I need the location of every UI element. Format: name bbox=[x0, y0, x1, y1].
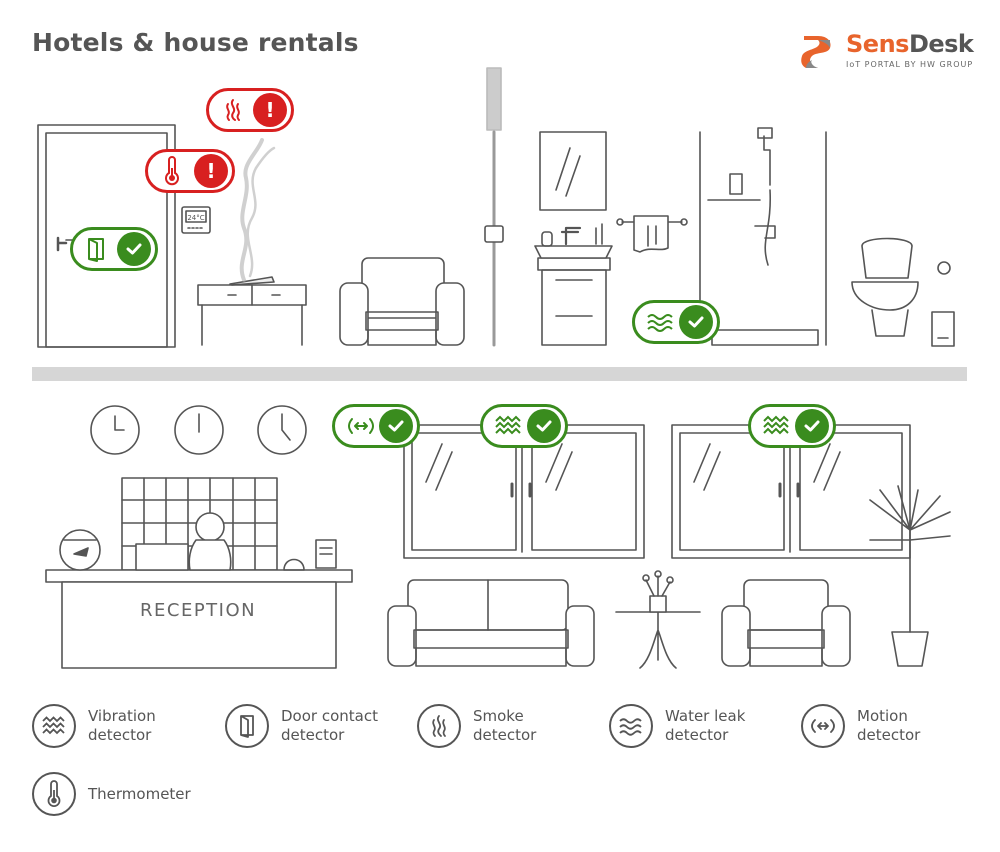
thermometer-icon bbox=[32, 772, 76, 816]
legend-label: Door contact bbox=[281, 707, 378, 725]
legend-label: detector bbox=[857, 726, 921, 744]
smoke-icon bbox=[417, 704, 461, 748]
smoke-plume bbox=[239, 138, 276, 282]
legend-label: detector bbox=[88, 726, 152, 744]
lobby-armchair bbox=[721, 579, 851, 667]
side-table bbox=[197, 276, 307, 346]
ok-check-icon bbox=[795, 409, 829, 443]
legend-label: Smoke bbox=[473, 707, 524, 725]
alert-status-icon: ! bbox=[253, 93, 287, 127]
smoke-alert-badge[interactable]: ! bbox=[206, 88, 294, 132]
vibration-ok-badge-right[interactable] bbox=[748, 404, 836, 448]
legend-label: Thermometer bbox=[88, 784, 191, 803]
floor-separator bbox=[32, 367, 967, 381]
water-leak-icon bbox=[609, 704, 653, 748]
thermometer-alert-badge[interactable]: ! bbox=[145, 149, 235, 193]
toilet bbox=[851, 237, 955, 347]
legend-thermometer: Thermometer bbox=[32, 772, 191, 816]
alert-status-icon: ! bbox=[194, 154, 228, 188]
motion-icon bbox=[348, 418, 374, 434]
legend-label: detector bbox=[281, 726, 345, 744]
vibration-ok-badge-left[interactable] bbox=[480, 404, 568, 448]
ok-check-icon bbox=[679, 305, 713, 339]
ok-check-icon bbox=[527, 409, 561, 443]
ok-check-icon bbox=[379, 409, 413, 443]
vibration-icon bbox=[495, 415, 521, 435]
shower bbox=[699, 127, 827, 346]
sofa bbox=[387, 579, 595, 667]
legend-label: detector bbox=[665, 726, 729, 744]
legend-label: detector bbox=[473, 726, 537, 744]
room-divider bbox=[484, 67, 504, 347]
sensdesk-logo-mark bbox=[801, 36, 831, 68]
water-leak-ok-badge[interactable] bbox=[632, 300, 720, 344]
motion-icon bbox=[801, 704, 845, 748]
logo-tagline: IoT PORTAL BY HW GROUP bbox=[846, 60, 974, 69]
thermometer-icon bbox=[165, 156, 179, 186]
potted-plant bbox=[869, 485, 951, 667]
armchair bbox=[339, 257, 465, 346]
wall-clocks bbox=[90, 405, 307, 455]
flower-table bbox=[615, 570, 701, 669]
sensdesk-logo: SensDesk IoT PORTAL BY HW GROUP bbox=[800, 30, 975, 75]
thermostat-display: 24°C bbox=[187, 214, 204, 222]
ok-check-icon bbox=[117, 232, 151, 266]
water-leak-icon bbox=[647, 314, 673, 332]
wall-thermostat: 24°C bbox=[181, 206, 211, 234]
legend-label: Motion bbox=[857, 707, 908, 725]
logo-name: SensDesk bbox=[846, 30, 974, 58]
towel-rack bbox=[616, 215, 688, 253]
motion-ok-badge[interactable] bbox=[332, 404, 420, 448]
door-contact-icon bbox=[88, 238, 104, 262]
page-title: Hotels & house rentals bbox=[32, 28, 359, 57]
vibration-icon bbox=[32, 704, 76, 748]
smoke-icon bbox=[226, 99, 240, 121]
legend-label: Water leak bbox=[665, 707, 746, 725]
reception-desk bbox=[45, 477, 353, 669]
bathroom-sink bbox=[534, 131, 613, 346]
legend-label: Vibration bbox=[88, 707, 156, 725]
door-contact-icon bbox=[225, 704, 269, 748]
vibration-icon bbox=[763, 415, 789, 435]
reception-sign: RECEPTION bbox=[140, 600, 257, 621]
door-contact-ok-badge[interactable] bbox=[70, 227, 158, 271]
